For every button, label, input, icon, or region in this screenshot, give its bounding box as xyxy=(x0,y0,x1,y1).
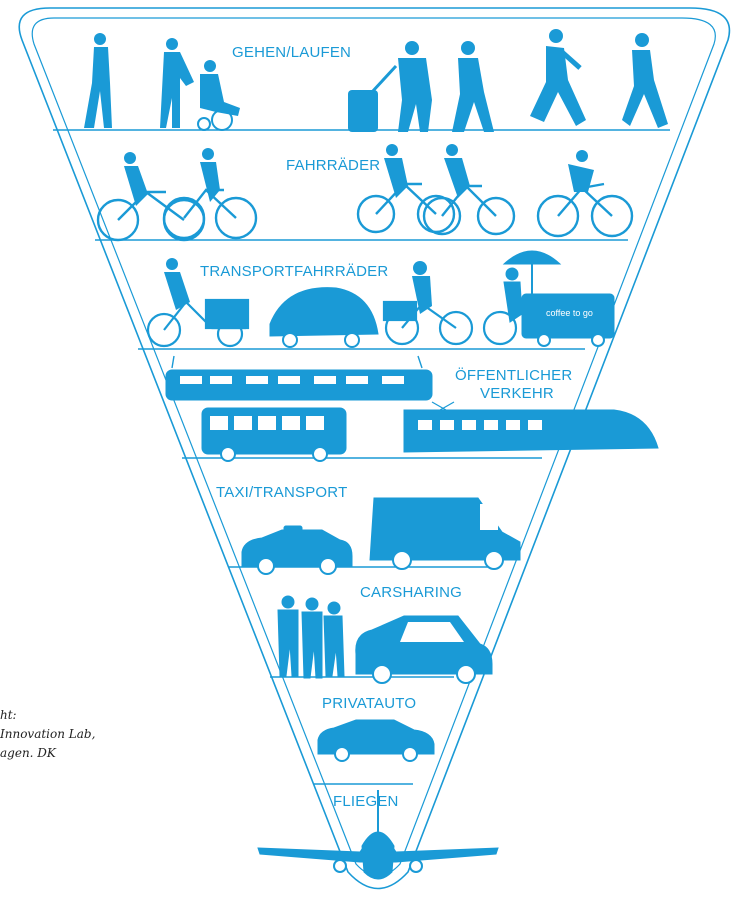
tier-dividers xyxy=(53,129,670,785)
bicycles xyxy=(96,144,634,242)
sedan-icon xyxy=(317,719,435,762)
train-icon xyxy=(403,401,659,453)
coffee-to-go-sign: coffee to go xyxy=(546,308,593,318)
walking-person-with-bag-icon xyxy=(452,41,494,132)
van-icon xyxy=(369,497,521,570)
funnel-outer xyxy=(18,7,731,890)
jogging-person-icon xyxy=(530,29,586,126)
walking-person-icon xyxy=(84,33,112,128)
bicycle-icon xyxy=(356,144,456,234)
person-pushing-wheelchair-icon xyxy=(160,38,240,131)
tier-label-walking: GEHEN/LAUFEN xyxy=(232,44,351,61)
taxi-icon xyxy=(241,525,353,575)
cargo-bike-icon xyxy=(146,258,250,348)
cargo-bikes xyxy=(146,250,615,348)
velomobile-icon xyxy=(269,287,379,348)
tier-label-flying: FLIEGEN xyxy=(333,793,399,810)
bicycle-icon xyxy=(96,152,206,242)
bicycle-icon xyxy=(162,148,258,240)
group-of-people-icon xyxy=(277,595,345,679)
coffee-cart-bike-icon xyxy=(482,250,615,347)
credit-line-2: Innovation Lab, xyxy=(0,727,96,741)
image-credit: ht: Innovation Lab, agen. DK xyxy=(0,706,200,763)
running-person-icon xyxy=(622,33,668,128)
private-car xyxy=(317,719,435,762)
bicycle-icon xyxy=(422,144,516,236)
person-with-luggage-icon xyxy=(348,41,432,132)
tier-label-public-transport-line1: ÖFFENTLICHER xyxy=(455,366,572,384)
tier-label-taxi: TAXI/TRANSPORT xyxy=(216,484,347,501)
credit-line-1: ht: xyxy=(0,708,17,722)
road-bicycle-icon xyxy=(536,150,634,238)
walking-figures xyxy=(84,29,668,132)
taxi-transport xyxy=(241,497,521,575)
tram-icon xyxy=(165,355,433,401)
public-transport xyxy=(165,355,659,462)
tier-label-bicycles: FAHRRÄDER xyxy=(286,157,380,174)
cargo-bike-icon xyxy=(382,261,474,346)
bus-icon xyxy=(201,407,347,462)
compact-car-icon xyxy=(355,615,493,684)
tier-label-private-car: PRIVATAUTO xyxy=(322,695,416,712)
tier-label-public-transport-line2: VERKEHR xyxy=(480,385,554,402)
tier-label-carsharing: CARSHARING xyxy=(360,584,462,601)
tier-label-cargo-bikes: TRANSPORTFAHRRÄDER xyxy=(200,263,388,280)
airplane-icon xyxy=(257,790,499,880)
credit-line-3: agen. DK xyxy=(0,746,56,760)
carsharing xyxy=(277,595,493,684)
